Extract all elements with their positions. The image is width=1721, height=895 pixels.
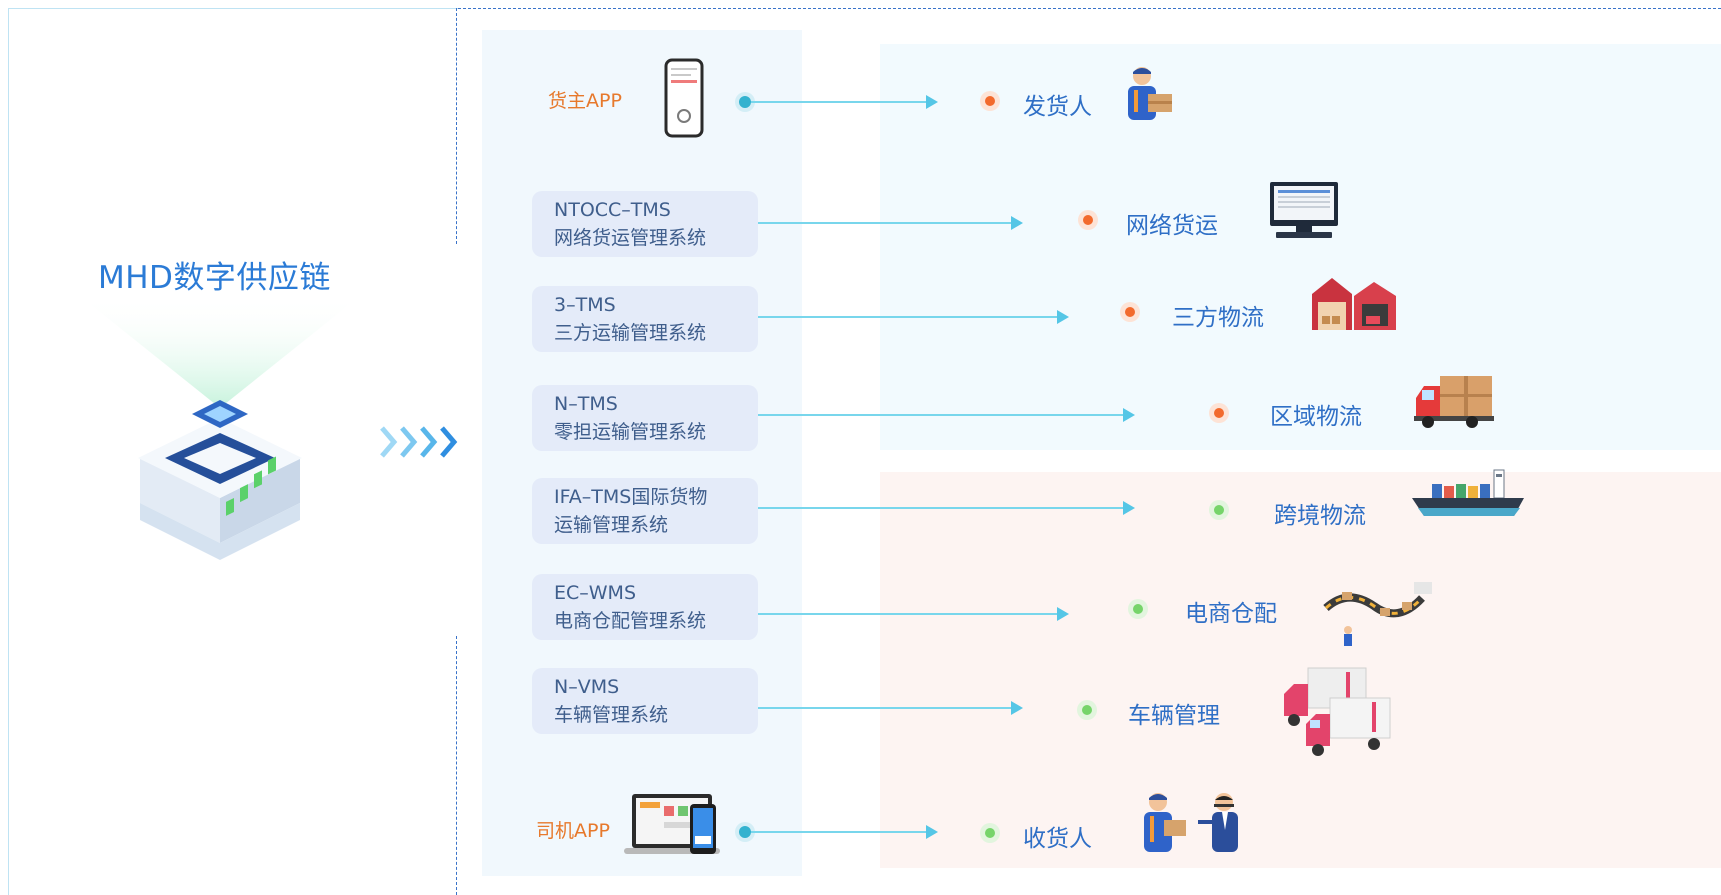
system-box-n-tms[interactable]: N–TMS 零担运输管理系统 bbox=[532, 385, 758, 451]
receiver-icon bbox=[1144, 793, 1238, 852]
system-box-ec-wms[interactable]: EC–WMS 电商仓配管理系统 bbox=[532, 574, 758, 640]
target-marker bbox=[1133, 604, 1143, 614]
target-network-freight: 网络货运 bbox=[1126, 213, 1218, 239]
system-box-n-vms[interactable]: N–VMS 车辆管理系统 bbox=[532, 668, 758, 734]
shipper-app-label[interactable]: 货主APP bbox=[548, 90, 622, 112]
target-cross-border: 跨境物流 bbox=[1274, 503, 1366, 529]
connector-arrow bbox=[751, 825, 938, 839]
system-code: NTOCC–TMS bbox=[554, 199, 671, 221]
connector-arrow bbox=[758, 216, 1023, 230]
shipper-icon bbox=[1128, 67, 1172, 120]
target-marker bbox=[1214, 408, 1224, 418]
target-marker bbox=[1082, 705, 1092, 715]
conveyor-icon bbox=[1323, 582, 1432, 646]
target-regional: 区域物流 bbox=[1270, 404, 1362, 430]
target-shipper: 发货人 bbox=[1023, 94, 1092, 120]
smartphone-icon bbox=[664, 58, 704, 138]
system-code: N–TMS bbox=[554, 393, 618, 415]
flow-chevrons-icon bbox=[380, 426, 458, 458]
target-marker bbox=[1214, 505, 1224, 515]
domestic-zone bbox=[880, 44, 1721, 450]
laptop-phone-icon bbox=[624, 794, 720, 854]
systems-panel bbox=[482, 30, 802, 876]
target-marker bbox=[1125, 307, 1135, 317]
target-marker bbox=[985, 96, 995, 106]
system-box-3-tms[interactable]: 3–TMS 三方运输管理系统 bbox=[532, 286, 758, 352]
warehouse-icon bbox=[1312, 278, 1396, 330]
system-box-ifa-tms[interactable]: IFA–TMS国际货物 运输管理系统 bbox=[532, 478, 758, 544]
target-3pl: 三方物流 bbox=[1172, 305, 1264, 331]
system-name: 网络货运管理系统 bbox=[554, 227, 707, 249]
dashed-border-top bbox=[458, 8, 1721, 9]
target-ecommerce-warehouse: 电商仓配 bbox=[1185, 601, 1277, 627]
brand-title: MHD数字供应链 bbox=[98, 260, 331, 296]
connector-arrow bbox=[758, 501, 1135, 515]
system-name: 零担运输管理系统 bbox=[554, 421, 707, 443]
system-name: 运输管理系统 bbox=[554, 514, 669, 536]
system-box-ntocc-tms[interactable]: NTOCC–TMS 网络货运管理系统 bbox=[532, 191, 758, 257]
app-connector-start bbox=[739, 96, 751, 108]
connector-arrow bbox=[758, 701, 1023, 715]
trucks-fleet-icon bbox=[1284, 667, 1391, 756]
system-code: N–VMS bbox=[554, 676, 620, 698]
driver-app-label[interactable]: 司机APP bbox=[536, 820, 610, 842]
connector-arrow bbox=[758, 408, 1135, 422]
target-marker bbox=[985, 828, 995, 838]
computer-monitor-icon bbox=[1270, 182, 1338, 238]
frame-line-left bbox=[8, 8, 9, 895]
system-name: 车辆管理系统 bbox=[554, 704, 669, 726]
frame-line-top bbox=[8, 8, 458, 9]
international-zone bbox=[880, 472, 1721, 868]
connector-arrow bbox=[751, 95, 938, 109]
platform-cube-icon bbox=[80, 296, 360, 560]
app-connector-start bbox=[739, 826, 751, 838]
system-name: 电商仓配管理系统 bbox=[554, 610, 707, 632]
target-consignee: 收货人 bbox=[1023, 826, 1092, 852]
target-fleet-management: 车辆管理 bbox=[1128, 703, 1220, 729]
system-code: EC–WMS bbox=[554, 582, 637, 604]
system-code: 3–TMS bbox=[554, 294, 616, 316]
connector-arrow bbox=[758, 310, 1069, 324]
dashed-border-left-lower bbox=[456, 636, 457, 895]
target-marker bbox=[1083, 215, 1093, 225]
connector-arrow bbox=[758, 607, 1069, 621]
system-name: 三方运输管理系统 bbox=[554, 322, 707, 344]
dashed-border-left-upper bbox=[456, 8, 457, 244]
system-code: IFA–TMS国际货物 bbox=[554, 486, 708, 508]
cargo-ship-icon bbox=[1412, 469, 1524, 516]
truck-icon bbox=[1414, 376, 1494, 428]
